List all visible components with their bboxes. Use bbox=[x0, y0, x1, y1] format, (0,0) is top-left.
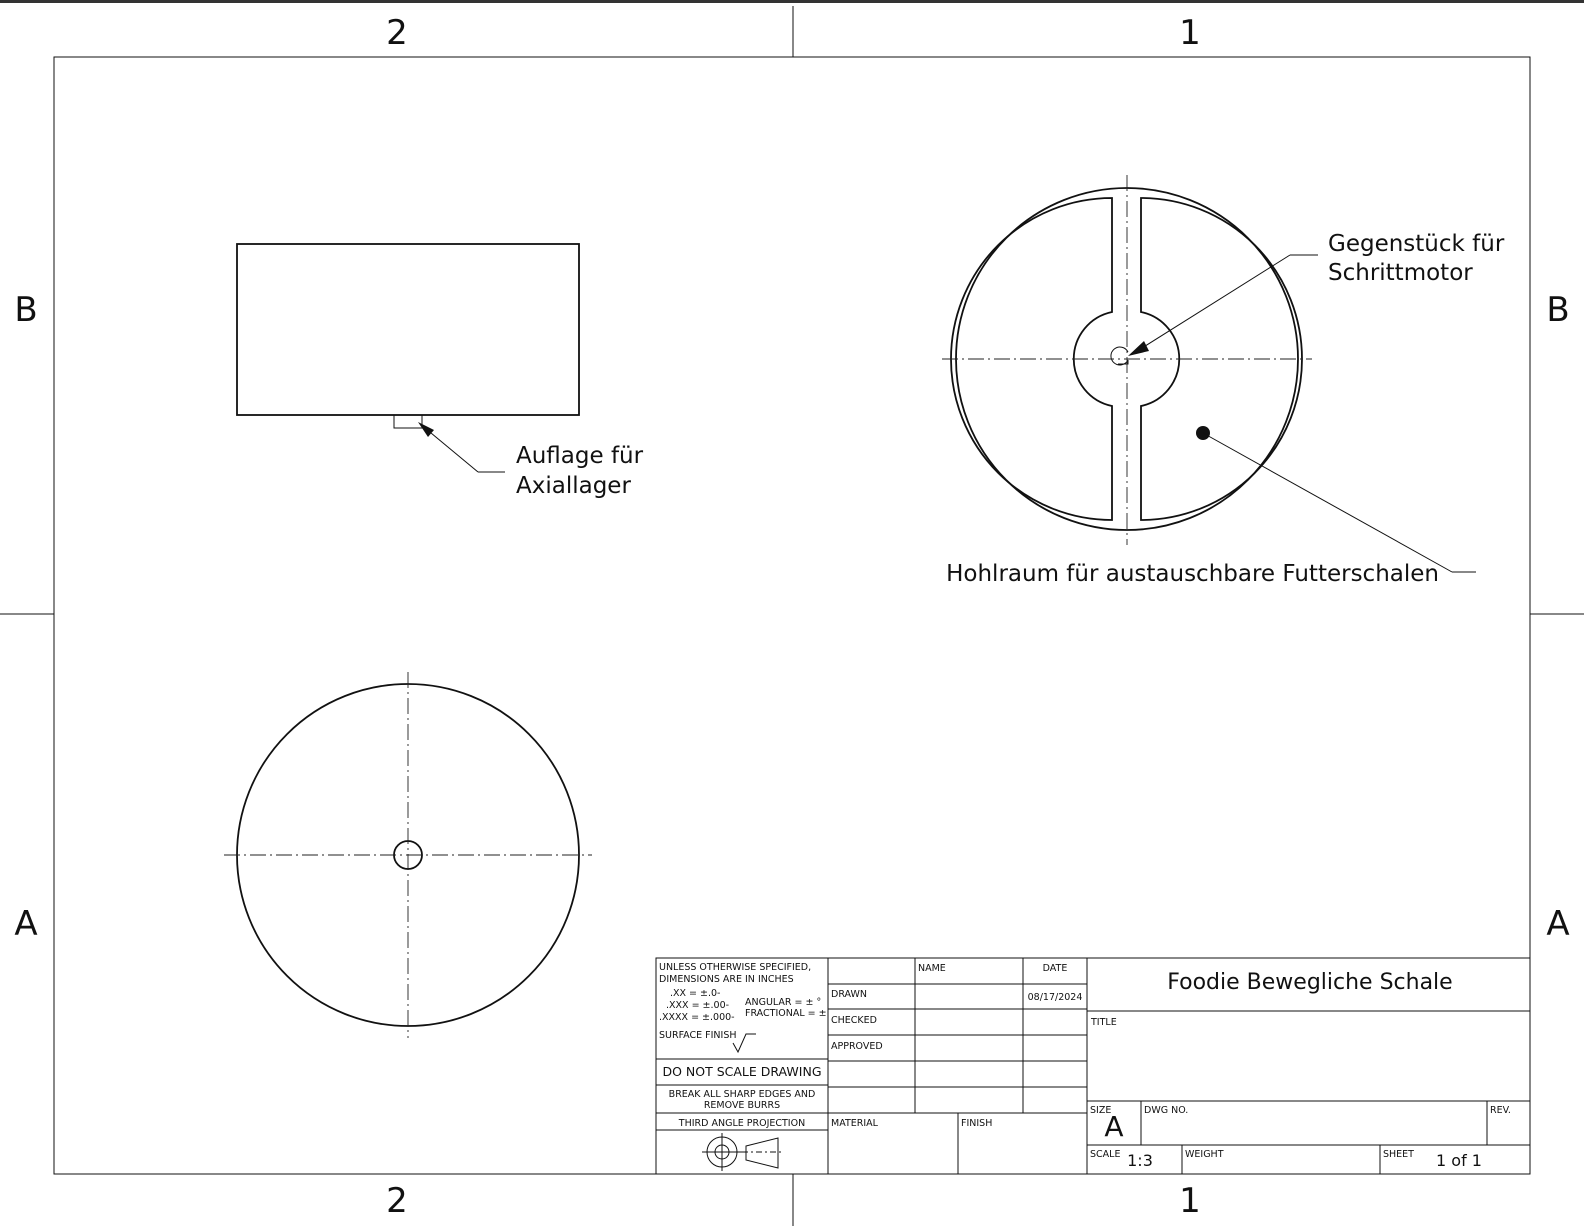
dwg-no-label: DWG NO. bbox=[1144, 1105, 1188, 1116]
cavity-left-half bbox=[950, 197, 1113, 521]
top-view: Gegenstück für Schrittmotor Hohlraum für… bbox=[942, 175, 1505, 587]
front-view: Auflage für Axiallager bbox=[236, 243, 644, 499]
tolerance-xxxx: .XXXX = ±.000- bbox=[659, 1012, 735, 1023]
sheet-label: SHEET bbox=[1383, 1149, 1414, 1160]
zone-labels: 2 1 2 1 B B A A bbox=[14, 13, 1569, 1221]
weight-label: WEIGHT bbox=[1185, 1149, 1224, 1160]
drawn-label: DRAWN bbox=[831, 989, 867, 1000]
sheet-value: 1 of 1 bbox=[1436, 1151, 1482, 1170]
callout-stepper-line1: Gegenstück für bbox=[1328, 231, 1505, 257]
top-edge-strip bbox=[0, 0, 1584, 3]
break-edges-line1: BREAK ALL SHARP EDGES AND bbox=[669, 1089, 816, 1100]
tolerance-xx: .XX = ±.0- bbox=[670, 988, 721, 999]
drawn-date: 08/17/2024 bbox=[1028, 992, 1083, 1003]
checked-label: CHECKED bbox=[831, 1015, 877, 1026]
callout-axial-bearing-line2: Axiallager bbox=[516, 473, 631, 499]
cavity-right-half bbox=[1140, 197, 1303, 521]
zone-row-a-left: A bbox=[14, 904, 37, 944]
approved-label: APPROVED bbox=[831, 1041, 883, 1052]
tolerance-xxx: .XXX = ±.00- bbox=[666, 1000, 729, 1011]
zone-row-a-right: A bbox=[1546, 904, 1569, 944]
tolerance-angular: ANGULAR = ± ° bbox=[745, 997, 821, 1008]
tolerance-note-line1: UNLESS OTHERWISE SPECIFIED, bbox=[659, 962, 811, 973]
tolerance-note-line2: DIMENSIONS ARE IN INCHES bbox=[659, 974, 794, 985]
material-label: MATERIAL bbox=[831, 1118, 879, 1129]
tolerance-fractional: FRACTIONAL = ± bbox=[745, 1008, 827, 1019]
break-edges-line2: REMOVE BURRS bbox=[704, 1100, 780, 1111]
axial-bearing-seat bbox=[393, 415, 423, 429]
bottom-view bbox=[224, 672, 592, 1038]
title-label: TITLE bbox=[1090, 1017, 1117, 1028]
zone-col-1-top: 1 bbox=[1179, 13, 1201, 53]
title-block: UNLESS OTHERWISE SPECIFIED, DIMENSIONS A… bbox=[655, 957, 1531, 1175]
front-view-body bbox=[236, 243, 580, 416]
surface-finish-symbol bbox=[732, 1033, 756, 1054]
zone-col-2-top: 2 bbox=[386, 13, 408, 53]
zone-col-2-bottom: 2 bbox=[386, 1181, 408, 1221]
scale-value: 1:3 bbox=[1127, 1151, 1153, 1170]
project-name: Foodie Bewegliche Schale bbox=[1167, 970, 1452, 995]
callout-cavity: Hohlraum für austauschbare Futterschalen bbox=[946, 561, 1439, 587]
col-date-header: DATE bbox=[1043, 963, 1068, 974]
surface-finish-label: SURFACE FINISH bbox=[659, 1030, 737, 1041]
third-angle-projection-icon bbox=[702, 1133, 782, 1171]
callout-axial-bearing-line1: Auflage für bbox=[516, 443, 644, 469]
zone-row-b-right: B bbox=[1546, 290, 1569, 330]
zone-dividers bbox=[0, 6, 1584, 1226]
callout-stepper-line2: Schrittmotor bbox=[1328, 260, 1473, 286]
size-value: A bbox=[1104, 1110, 1123, 1143]
stepper-coupling bbox=[1110, 346, 1129, 366]
scale-label: SCALE bbox=[1090, 1149, 1120, 1160]
finish-label: FINISH bbox=[961, 1118, 992, 1129]
projection-label: THIRD ANGLE PROJECTION bbox=[678, 1118, 805, 1129]
cavity-leader bbox=[1202, 432, 1453, 573]
col-name-header: NAME bbox=[918, 963, 946, 974]
do-not-scale-note: DO NOT SCALE DRAWING bbox=[662, 1064, 821, 1079]
rev-label: REV. bbox=[1490, 1105, 1511, 1116]
size-label: SIZE bbox=[1090, 1105, 1111, 1116]
zone-col-1-bottom: 1 bbox=[1179, 1181, 1201, 1221]
title-block-border bbox=[655, 957, 1531, 1175]
stepper-arrow bbox=[1128, 341, 1149, 356]
axial-bearing-arrow bbox=[418, 422, 434, 437]
zone-row-b-left: B bbox=[14, 290, 37, 330]
